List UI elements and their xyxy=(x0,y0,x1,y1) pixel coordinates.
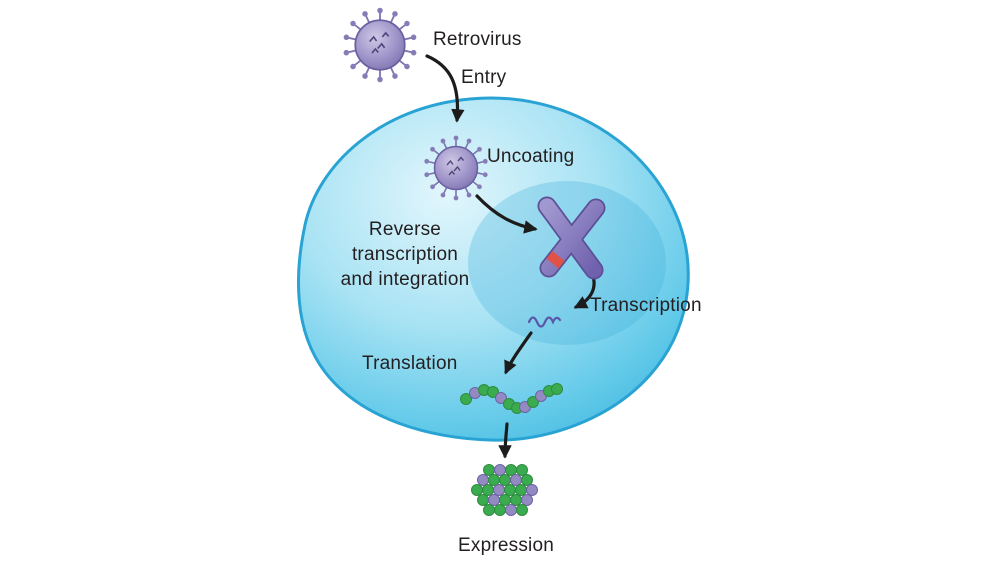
reverse-transcription-line2: transcription xyxy=(351,244,459,265)
nucleus-region xyxy=(468,181,666,345)
chromosome-icon xyxy=(537,196,606,280)
reverse-transcription-line1: Reverse xyxy=(368,219,442,240)
entry-label: Entry xyxy=(461,67,507,88)
reverse-transcription-label: Reverse transcription and integration xyxy=(322,217,488,292)
mrna-icon xyxy=(527,316,562,328)
entry-arrow xyxy=(425,54,465,123)
translation-label: Translation xyxy=(362,353,458,374)
translation-arrow xyxy=(504,331,533,375)
expression-arrow xyxy=(498,422,512,459)
protein-cluster-icon xyxy=(471,464,538,516)
protein-chain-icon xyxy=(460,383,563,414)
host-cell-membrane xyxy=(296,96,690,442)
expression-label: Expression xyxy=(458,535,554,556)
retrovirus-particle-icon xyxy=(343,8,417,83)
provirus-band xyxy=(546,251,565,269)
uncoating-to-integration-arrow xyxy=(475,194,538,234)
uncoating-label: Uncoating xyxy=(487,146,575,167)
transcription-label: Transcription xyxy=(590,295,702,316)
retrovirus-label: Retrovirus xyxy=(433,29,522,50)
reverse-transcription-line3: and integration xyxy=(340,269,470,290)
